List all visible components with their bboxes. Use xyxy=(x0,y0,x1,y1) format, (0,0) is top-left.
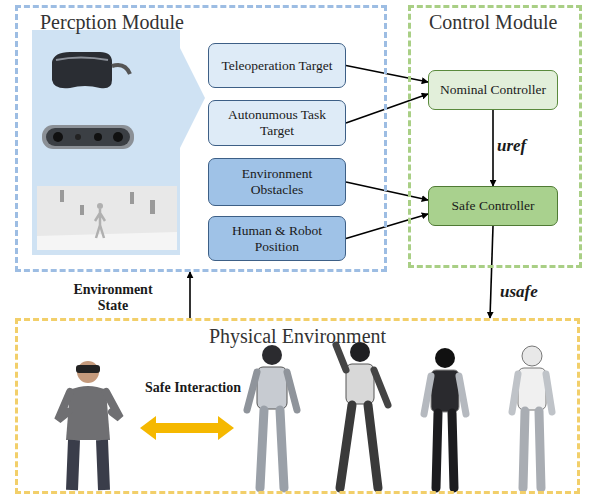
robot-arms xyxy=(336,345,388,405)
scene-obstacle xyxy=(80,205,84,215)
box-text: Autonumous Task Target xyxy=(215,107,339,138)
headset-glass xyxy=(56,58,108,61)
scene-obstacle xyxy=(130,192,134,204)
robot-torso xyxy=(257,367,287,409)
box-text: Human & Robot Position xyxy=(215,223,339,254)
module-region: Control ModuleNominal ControllerSafe Con… xyxy=(408,5,582,268)
vr-headset xyxy=(52,52,130,88)
annotation-label: Safe Interaction xyxy=(138,380,248,396)
scene-floor xyxy=(37,232,177,250)
camera-body xyxy=(42,125,134,149)
box-text: Nominal Controller xyxy=(440,82,546,98)
robot-torso xyxy=(518,368,546,410)
region-heading: Percption Module xyxy=(40,11,184,34)
scene-figure xyxy=(97,203,103,209)
human-operator xyxy=(58,361,120,490)
module-box: Environment Obstacles xyxy=(208,158,346,206)
region-heading: Control Module xyxy=(429,11,557,34)
robot-legs xyxy=(260,410,284,488)
scene-obstacle xyxy=(150,200,155,214)
sensor-panel xyxy=(32,30,205,255)
edge-label: Environment State xyxy=(58,282,168,314)
safe-interaction-arrow xyxy=(140,416,234,440)
camera-lens xyxy=(75,134,81,140)
robot-2 xyxy=(336,342,388,488)
simulation-scene xyxy=(37,186,177,250)
robot-arms xyxy=(247,372,297,410)
human-arms xyxy=(58,392,120,420)
panel-arrow xyxy=(32,30,205,255)
double-arrow xyxy=(140,416,234,440)
human-headset xyxy=(76,365,100,373)
connector-arrow xyxy=(490,226,493,318)
camera-lens xyxy=(113,132,123,142)
robot-head xyxy=(522,346,542,366)
connector-arrow xyxy=(346,66,428,83)
module-box: Autonumous Task Target xyxy=(208,100,346,146)
camera-lens xyxy=(53,132,63,142)
connector-arrow xyxy=(492,110,494,186)
robot-4 xyxy=(512,346,552,488)
robot-head xyxy=(262,345,282,365)
connector-arrow xyxy=(189,272,191,318)
human-head xyxy=(77,361,99,383)
robot-head xyxy=(435,348,455,368)
robot-legs xyxy=(436,413,454,488)
robot-3 xyxy=(424,348,466,488)
scene-obstacle xyxy=(60,190,64,202)
human-legs xyxy=(72,440,104,490)
robot-torso xyxy=(431,370,459,412)
module-box: Safe Controller xyxy=(428,186,558,226)
scene-figure xyxy=(95,209,105,238)
camera-lens xyxy=(94,133,102,141)
camera-face xyxy=(46,128,130,146)
box-text: Safe Controller xyxy=(452,198,535,214)
headset-body xyxy=(52,52,112,88)
edge-label: uref xyxy=(497,136,526,156)
module-box: Nominal Controller xyxy=(428,70,558,110)
module-box: Teleoperation Target xyxy=(208,43,346,88)
headset-strap xyxy=(112,65,130,74)
robot-torso xyxy=(346,364,374,404)
connector-arrow xyxy=(346,214,428,239)
connector-arrow xyxy=(346,182,428,200)
connector-arrow xyxy=(346,94,428,123)
box-text: Environment Obstacles xyxy=(215,166,339,197)
robot-1 xyxy=(247,345,297,488)
robot-legs xyxy=(340,405,378,488)
scene-room xyxy=(37,186,177,250)
robot-arms xyxy=(424,376,466,414)
module-box: Human & Robot Position xyxy=(208,216,346,261)
edge-label: usafe xyxy=(500,282,538,302)
robot-arms xyxy=(512,374,552,412)
box-text: Teleoperation Target xyxy=(221,58,332,74)
region-heading: Physical Environment xyxy=(18,325,577,348)
robot-legs xyxy=(523,411,541,488)
depth-camera xyxy=(42,125,134,149)
module-region: Physical Environment xyxy=(15,318,580,494)
module-region: Percption ModuleTeleoperation TargetAuto… xyxy=(15,5,387,272)
